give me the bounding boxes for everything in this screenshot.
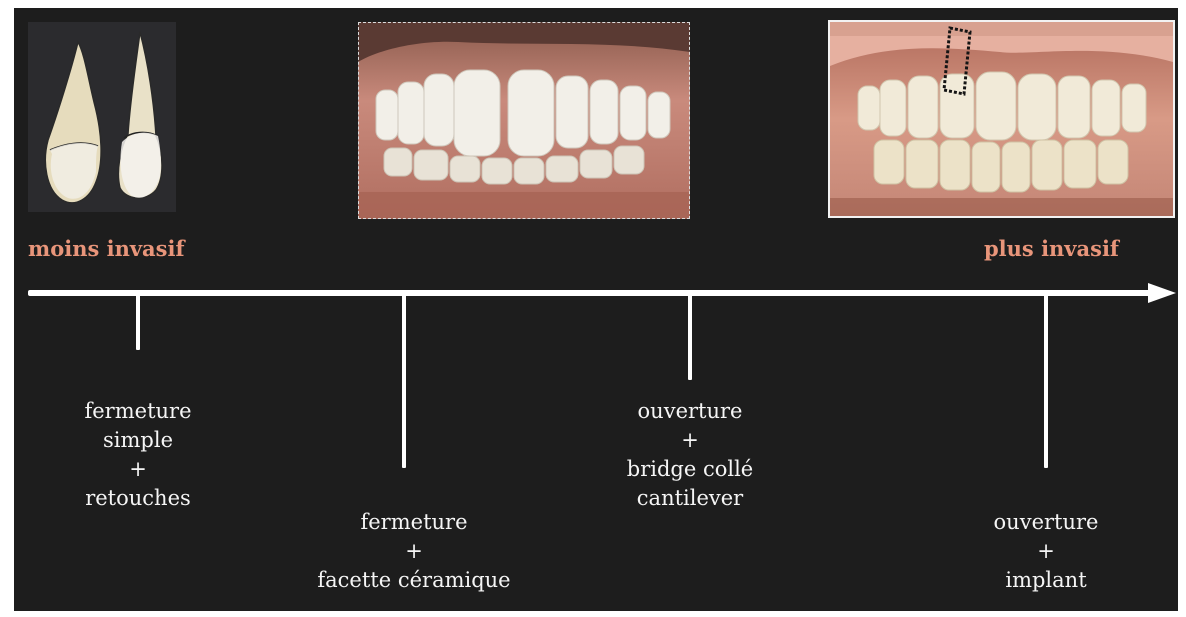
step-line: retouches: [18, 484, 258, 513]
step-line: facette céramique: [294, 566, 534, 595]
step-line: ouverture: [926, 508, 1166, 537]
step-line: fermeture: [294, 508, 534, 537]
step-line: simple: [18, 426, 258, 455]
step-implant: ouverture + implant: [926, 508, 1166, 595]
step-simple-closure: fermeture simple + retouches: [18, 397, 258, 513]
tick-step-1: [136, 290, 140, 350]
tooth-sections-photo: [28, 22, 176, 212]
step-line: cantilever: [570, 484, 810, 513]
step-line: ouverture: [570, 397, 810, 426]
step-line: +: [18, 455, 258, 484]
tick-step-4: [1044, 290, 1048, 468]
less-invasive-label: moins invasif: [28, 236, 185, 261]
step-line: fermeture: [18, 397, 258, 426]
step-line: +: [294, 537, 534, 566]
smile-ceramic-veneer-photo: [358, 22, 690, 219]
smile-bonded-bridge-photo: [828, 20, 1175, 218]
step-ceramic-veneer: fermeture + facette céramique: [294, 508, 534, 595]
step-bonded-bridge: ouverture + bridge collé cantilever: [570, 397, 810, 513]
invasiveness-axis-arrow: [28, 283, 1178, 305]
step-line: bridge collé: [570, 455, 810, 484]
tick-step-3: [688, 290, 692, 380]
tick-step-2: [402, 290, 406, 468]
step-line: +: [926, 537, 1166, 566]
more-invasive-label: plus invasif: [984, 236, 1119, 261]
step-line: +: [570, 426, 810, 455]
step-line: implant: [926, 566, 1166, 595]
